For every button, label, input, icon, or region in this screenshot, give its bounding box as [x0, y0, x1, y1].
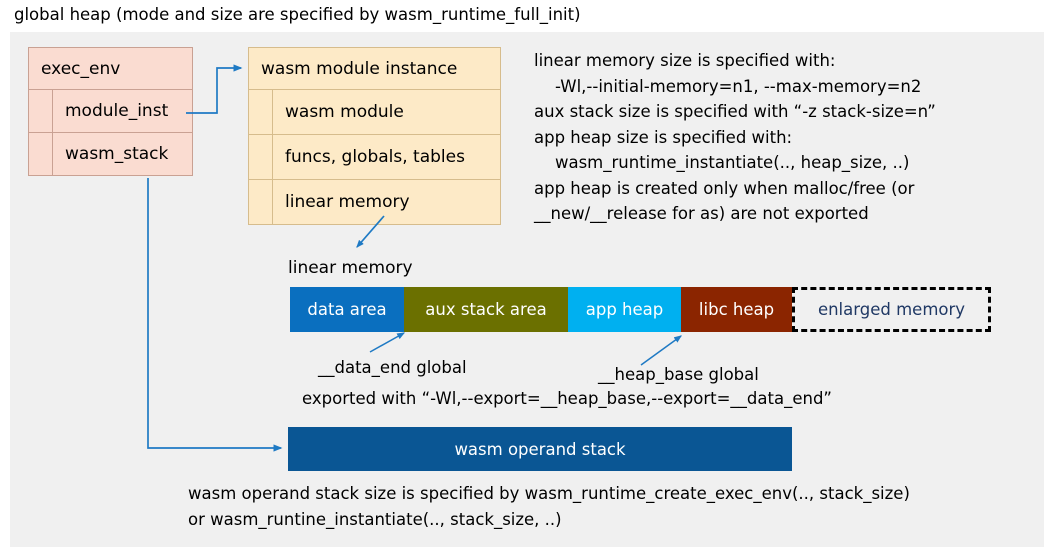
exec-env-field-module-inst: module_inst: [28, 90, 193, 133]
memory-segment-data-area-label: data area: [307, 300, 387, 319]
wasm-operand-stack-label: wasm operand stack: [454, 439, 626, 459]
wasm-operand-stack-bar: wasm operand stack: [288, 427, 792, 471]
indent-spacer: [29, 90, 53, 132]
indent-spacer: [29, 133, 53, 175]
exec-env-field-wasm-stack: wasm_stack: [28, 133, 193, 176]
module-instance-field-linear-memory: linear memory: [248, 180, 501, 225]
memory-segment-aux-stack-area-label: aux stack area: [425, 300, 547, 319]
memory-segment-enlarged-memory-label: enlarged memory: [817, 300, 966, 319]
exec-env-header: exec_env: [28, 47, 193, 90]
exec-env-field-module-inst-label: module_inst: [65, 101, 169, 121]
indent-spacer: [249, 135, 273, 179]
annotation-exported-with: exported with “-Wl,--export=__heap_base,…: [302, 389, 832, 408]
memory-segment-libc-heap: libc heap: [681, 287, 792, 332]
memory-segment-app-heap-label: app heap: [585, 300, 664, 319]
annotation-heap-base-global: __heap_base global: [598, 365, 759, 384]
module-instance-header: wasm module instance: [248, 47, 501, 90]
exec-env-field-wasm-stack-label: wasm_stack: [65, 144, 169, 164]
indent-spacer: [249, 180, 273, 224]
memory-segment-aux-stack-area: aux stack area: [404, 287, 568, 332]
module-instance-field-linear-memory-label: linear memory: [285, 192, 410, 212]
memory-segment-app-heap: app heap: [568, 287, 681, 332]
module-instance-field-funcs-globals-tables: funcs, globals, tables: [248, 135, 501, 180]
page-title: global heap (mode and size are specified…: [14, 5, 581, 24]
wasm-operand-stack-notes: wasm operand stack size is specified by …: [188, 484, 910, 529]
linear-memory-bar: data area aux stack area app heap libc h…: [290, 287, 991, 332]
module-instance-field-funcs-globals-tables-label: funcs, globals, tables: [285, 147, 465, 167]
linear-memory-bar-caption: linear memory: [288, 258, 413, 278]
memory-segment-enlarged-memory: enlarged memory: [792, 287, 991, 332]
wasm-module-instance-struct: wasm module instance wasm module funcs, …: [248, 47, 501, 225]
exec-env-struct: exec_env module_inst wasm_stack: [28, 47, 193, 176]
annotation-data-end-global: __data_end global: [318, 358, 467, 377]
memory-segment-data-area: data area: [290, 287, 404, 332]
module-instance-header-label: wasm module instance: [261, 58, 458, 79]
module-instance-field-wasm-module: wasm module: [248, 90, 501, 135]
exec-env-header-label: exec_env: [41, 58, 121, 79]
indent-spacer: [249, 90, 273, 134]
module-instance-field-wasm-module-label: wasm module: [285, 102, 404, 122]
memory-segment-libc-heap-label: libc heap: [698, 300, 775, 319]
linear-memory-spec-notes: linear memory size is specified with: -W…: [534, 51, 936, 223]
